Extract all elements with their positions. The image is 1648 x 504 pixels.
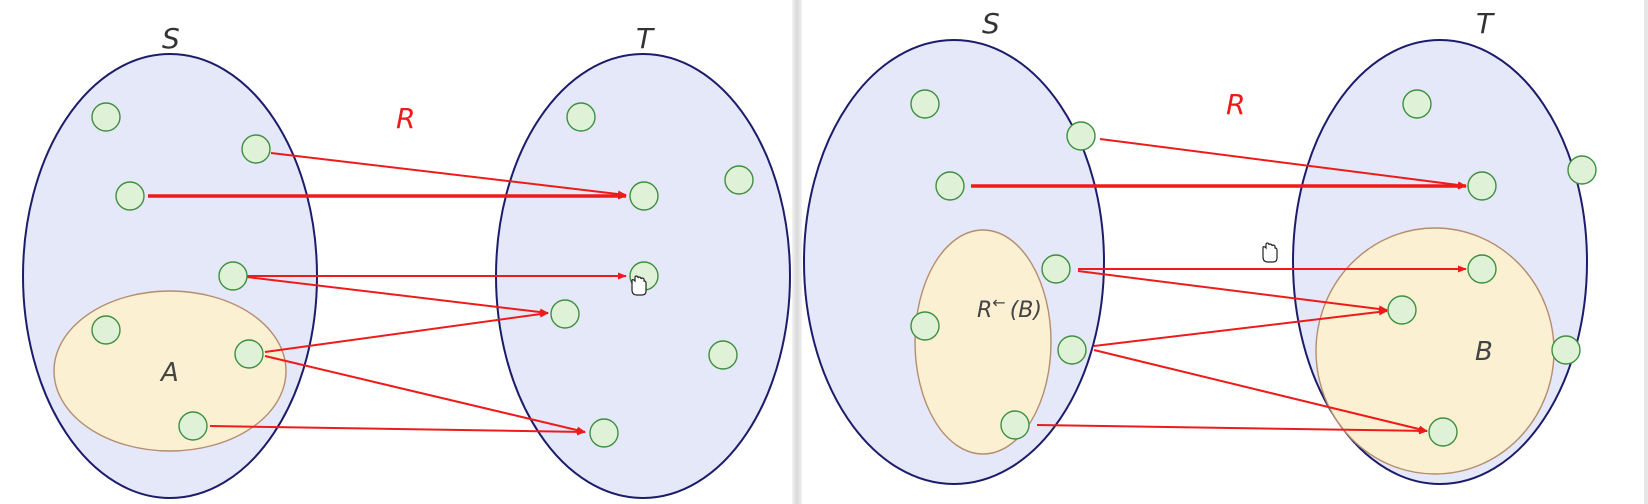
element-point bbox=[218, 261, 248, 291]
element-point bbox=[935, 171, 965, 201]
relation-arrow bbox=[209, 425, 586, 436]
element-point bbox=[91, 315, 121, 345]
element-point bbox=[241, 134, 271, 164]
subset-a-label: A bbox=[159, 358, 179, 388]
relation-arrow bbox=[1099, 138, 1467, 189]
subset-b-label: B bbox=[1475, 337, 1493, 367]
element-point bbox=[566, 102, 596, 132]
element-point bbox=[1467, 254, 1497, 284]
element-point bbox=[178, 411, 208, 441]
relation-arrow bbox=[270, 152, 627, 198]
relation-arrow bbox=[264, 310, 549, 353]
hand-cursor-icon bbox=[631, 275, 647, 296]
element-point bbox=[1467, 171, 1497, 201]
element-point bbox=[1387, 295, 1417, 325]
set-t-label: T bbox=[636, 22, 655, 55]
relation-arrow bbox=[1077, 270, 1388, 313]
element-point bbox=[1402, 89, 1432, 119]
relation-arrow bbox=[1093, 308, 1388, 347]
element-point bbox=[629, 181, 659, 211]
element-point bbox=[234, 339, 264, 369]
preimage-arrow: ← bbox=[992, 293, 1005, 312]
left-diagram: S T R A bbox=[22, 22, 791, 499]
relation-r-label: R bbox=[396, 102, 415, 135]
relation-arrow bbox=[264, 355, 586, 434]
relation-arrow bbox=[1093, 349, 1428, 433]
element-point bbox=[589, 418, 619, 448]
relation-arrow bbox=[246, 276, 549, 316]
element-point bbox=[1428, 417, 1458, 447]
relation-arrow bbox=[1036, 424, 1428, 435]
element-point bbox=[1057, 335, 1087, 365]
element-point bbox=[708, 340, 738, 370]
element-point bbox=[91, 102, 121, 132]
preimage-subset-ellipse bbox=[914, 229, 1052, 455]
element-point bbox=[115, 181, 145, 211]
set-s-label: S bbox=[162, 22, 180, 55]
element-point bbox=[550, 299, 580, 329]
element-point bbox=[910, 311, 940, 341]
set-s-label: S bbox=[982, 7, 1000, 40]
right-edge-strip bbox=[1644, 0, 1648, 504]
element-point bbox=[1567, 155, 1597, 185]
element-point bbox=[910, 89, 940, 119]
element-point bbox=[1066, 121, 1096, 151]
element-point bbox=[1041, 254, 1071, 284]
set-t-label: T bbox=[1476, 7, 1495, 40]
panel-divider bbox=[792, 0, 802, 504]
right-diagram: S T R R←(B) B bbox=[803, 7, 1597, 485]
element-point bbox=[1000, 410, 1030, 440]
preimage-symbol: R bbox=[977, 298, 992, 323]
preimage-argument: (B) bbox=[1010, 298, 1042, 323]
right-diagram-panel: S T R R←(B) B bbox=[802, 0, 1648, 504]
left-diagram-panel: S T R A bbox=[0, 0, 792, 504]
relation-r-label: R bbox=[1226, 88, 1245, 121]
hand-cursor-icon bbox=[1262, 242, 1278, 263]
element-point bbox=[1551, 335, 1581, 365]
preimage-label: R← (B) bbox=[977, 293, 1042, 323]
element-point bbox=[724, 165, 754, 195]
